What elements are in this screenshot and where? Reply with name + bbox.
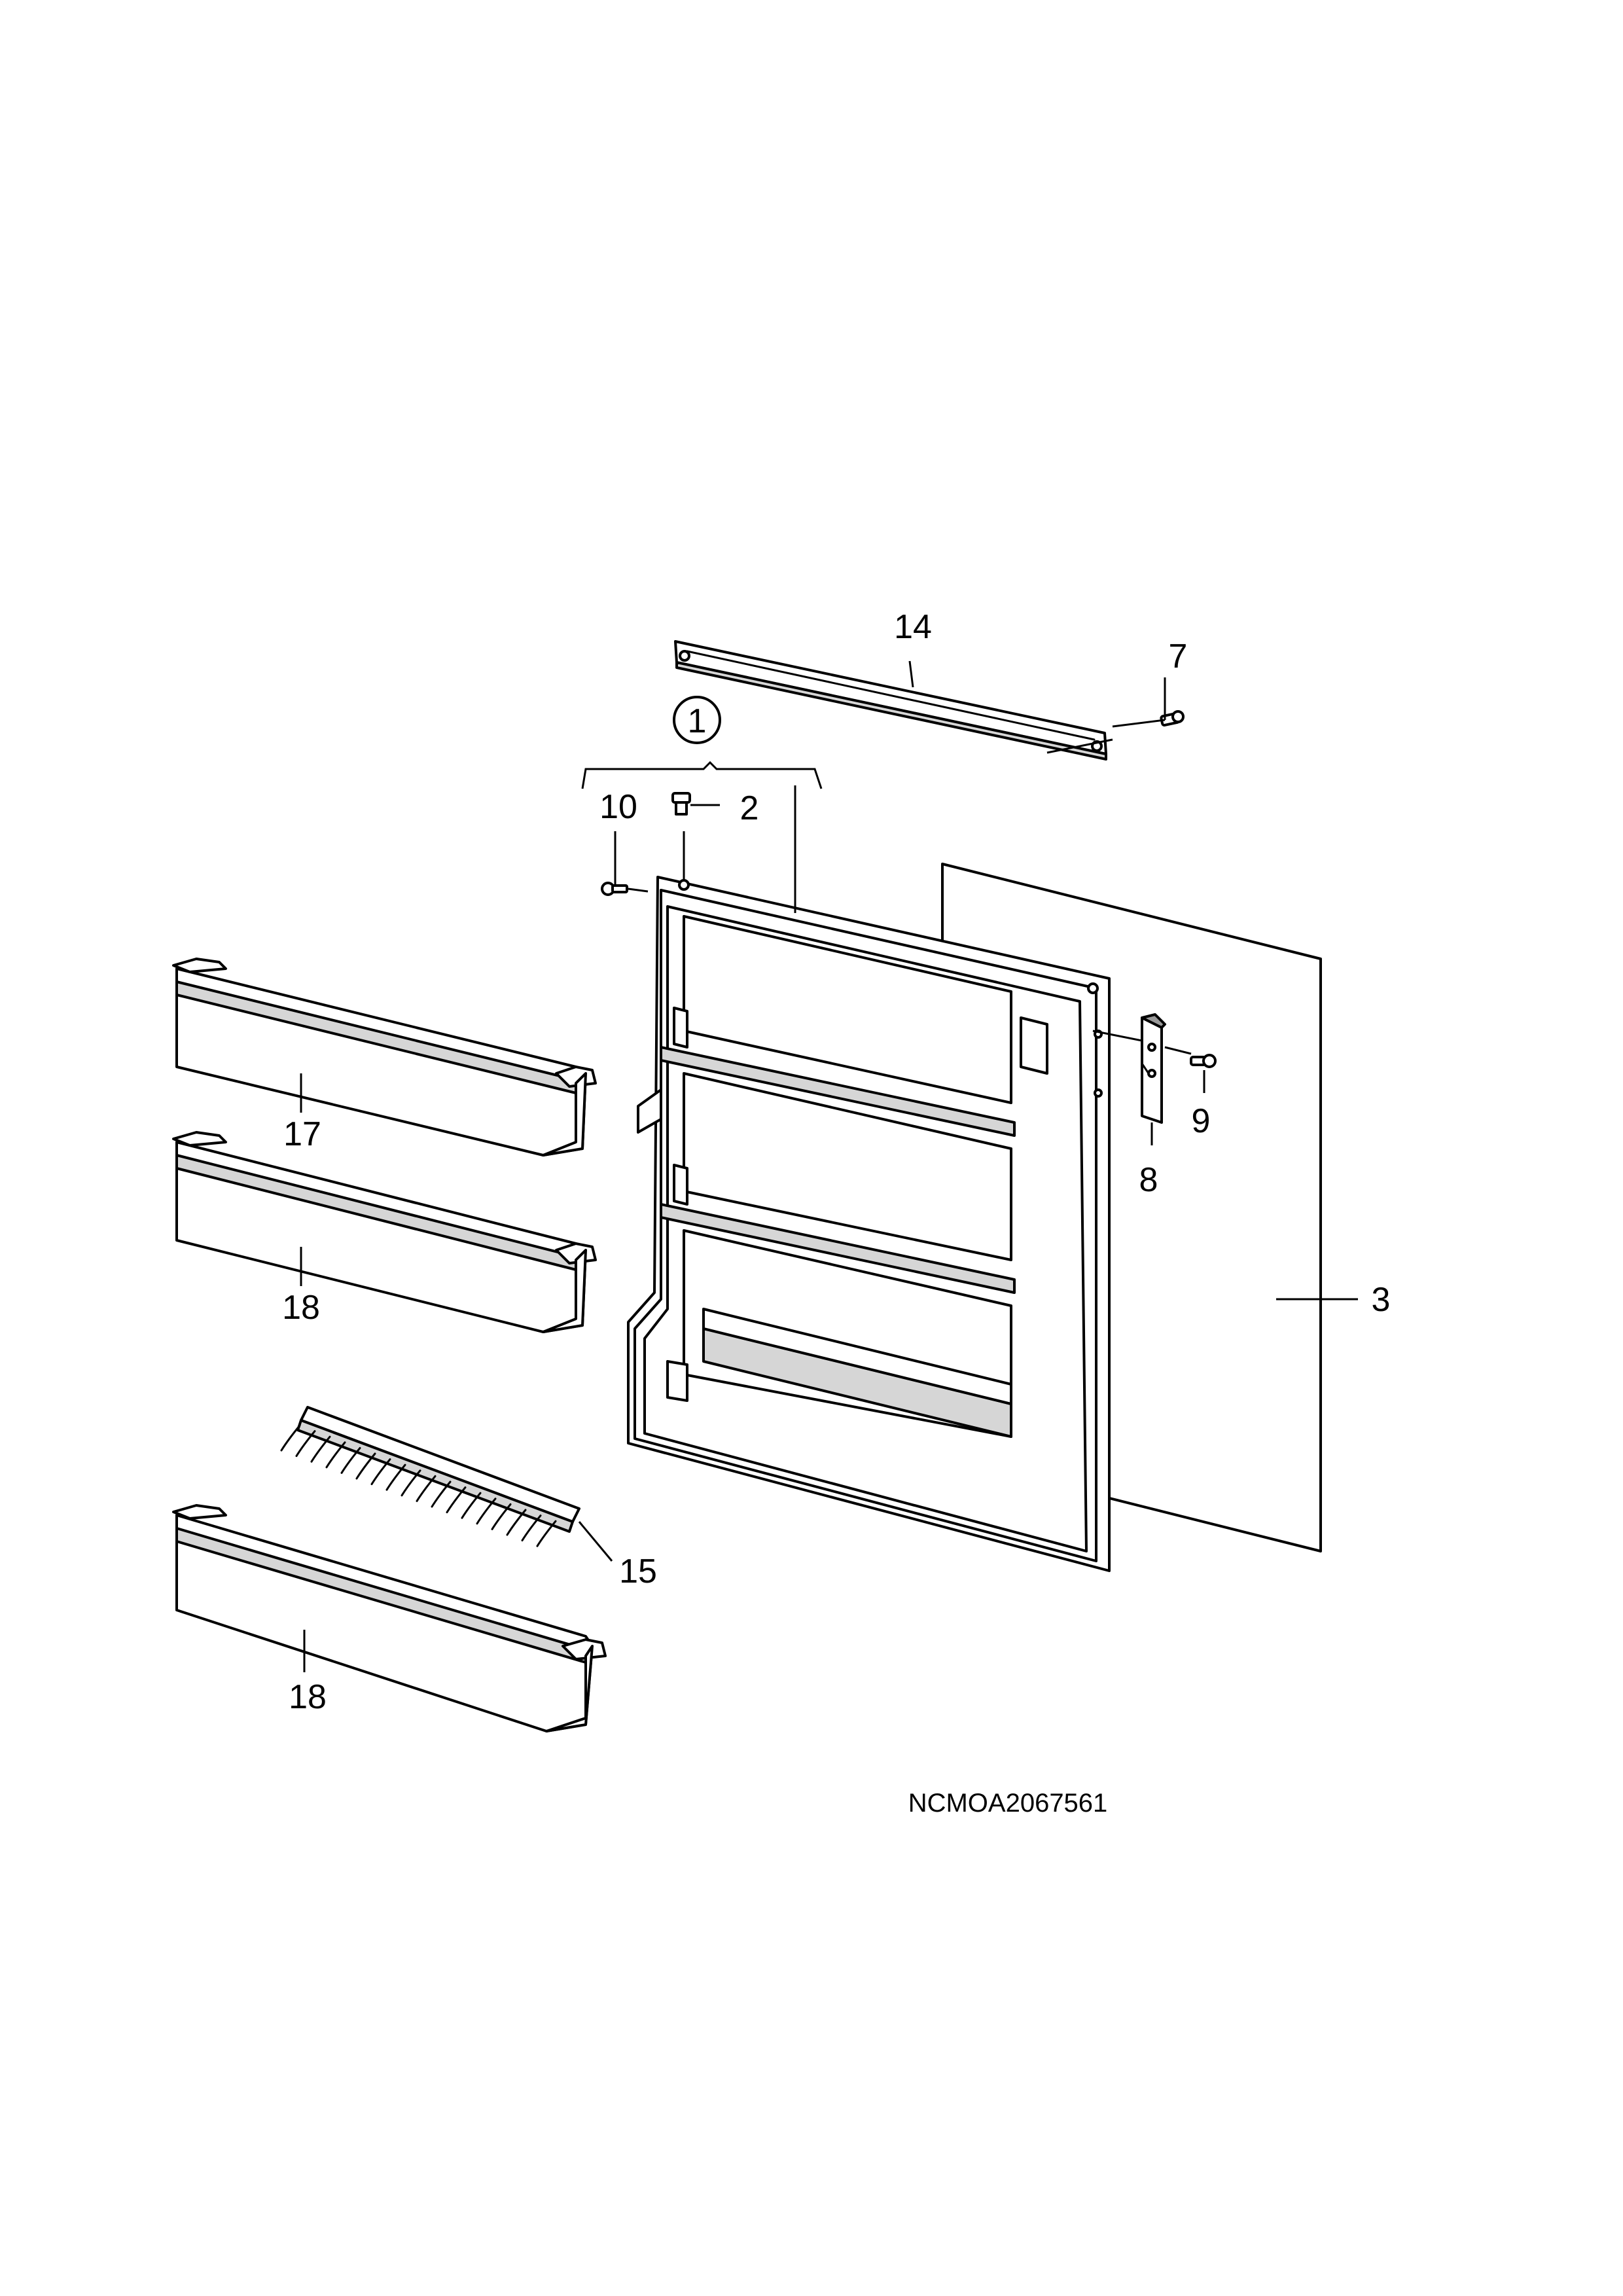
label-part-2: 2 <box>740 789 759 827</box>
door-shelf-18-upper <box>172 1131 597 1333</box>
rack-finger <box>310 1435 331 1463</box>
label-part-18-lower: 18 <box>289 1678 327 1716</box>
screw-10 <box>601 882 628 896</box>
rack-finger <box>401 1469 421 1497</box>
plug-2 <box>671 792 691 816</box>
label-part-17: 17 <box>283 1115 321 1153</box>
hinge-plate-8 <box>1141 1013 1166 1124</box>
rack-finger <box>355 1452 376 1480</box>
label-part-1: 1 <box>688 702 707 740</box>
drawing-code: NCMOA2067561 <box>908 1789 1108 1818</box>
rack-finger <box>506 1509 527 1536</box>
label-part-18-upper: 18 <box>282 1289 320 1327</box>
callout-circle-1 <box>673 696 721 744</box>
label-part-14: 14 <box>894 608 932 646</box>
rack-finger <box>385 1463 406 1491</box>
label-part-3: 3 <box>1372 1281 1391 1319</box>
leader-lines <box>300 660 1358 1672</box>
rack-finger <box>295 1430 316 1458</box>
top-trim-strip <box>674 640 1107 761</box>
label-part-15: 15 <box>619 1552 657 1590</box>
rack-finger <box>521 1515 542 1542</box>
rack-finger <box>476 1498 497 1525</box>
rack-finger <box>325 1441 346 1469</box>
rack-finger <box>431 1480 452 1508</box>
rack-finger <box>370 1458 391 1486</box>
rack-finger <box>416 1475 437 1502</box>
rack-finger <box>340 1446 361 1474</box>
rack-fingers <box>280 1424 557 1547</box>
part-labels: 1 2 3 7 8 9 10 14 15 17 18 18 <box>282 608 1390 1716</box>
rack-finger <box>280 1424 301 1452</box>
rack-finger <box>491 1503 512 1530</box>
screw-9 <box>1190 1054 1217 1068</box>
label-part-8: 8 <box>1139 1161 1158 1199</box>
rack-finger <box>461 1492 482 1519</box>
rack-finger <box>446 1486 467 1514</box>
door-shelf-18-lower <box>172 1504 607 1732</box>
label-part-7: 7 <box>1169 637 1188 675</box>
door-shelf-17 <box>172 958 597 1157</box>
rack-finger <box>536 1520 557 1547</box>
label-part-9: 9 <box>1192 1102 1211 1140</box>
label-part-10: 10 <box>599 788 637 826</box>
bottle-rack-15 <box>280 1406 580 1547</box>
door-inner-liner <box>627 876 1111 1572</box>
